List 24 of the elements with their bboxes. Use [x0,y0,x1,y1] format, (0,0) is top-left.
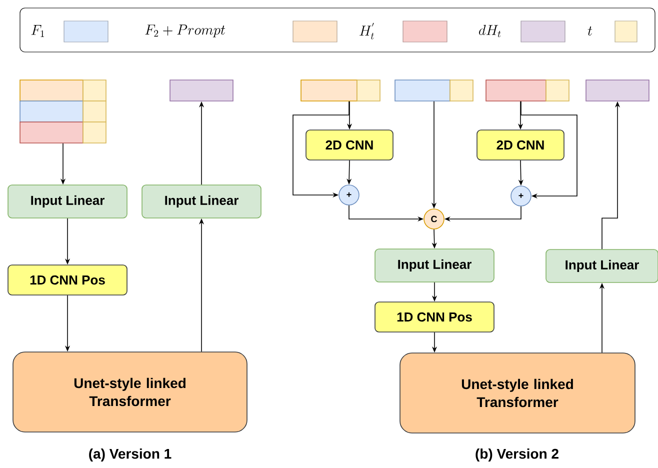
input-linear-box: Input Linear [8,184,128,218]
arrow [520,101,578,199]
cnn-box: 2D CNN [476,130,564,160]
embedding-bar [586,80,650,102]
panel-caption: (a) Version 1 [89,448,172,462]
transformer-box: Unet-style linked Transformer [400,352,636,434]
cnn-box: 2D CNN [306,130,394,160]
input-linear-box: Input Linear [374,248,494,282]
cnn-box: 1D CNN Pos [374,302,494,332]
embedding-bar [394,80,474,102]
embedding-bar [20,80,106,144]
legend-label: $F_2 + Prompt$ [145,24,226,38]
input-linear-box: Input Linear [546,249,658,283]
embedding-bar [170,80,234,102]
embedding-bar [300,80,380,102]
legend-label: $t$ [588,26,592,36]
input-linear-box: Input Linear [142,184,262,218]
panel-caption: (b) Version 2 [476,448,558,462]
legend-label: $F_1$ [31,25,44,37]
transformer-box: Unet-style linked Transformer [12,352,248,432]
legend-label: $H_t^{'}$ [360,22,374,40]
legend-label: $dH_t$ [479,24,501,38]
embedding-bar [486,80,570,102]
cnn-box: 1D CNN Pos [8,264,128,296]
